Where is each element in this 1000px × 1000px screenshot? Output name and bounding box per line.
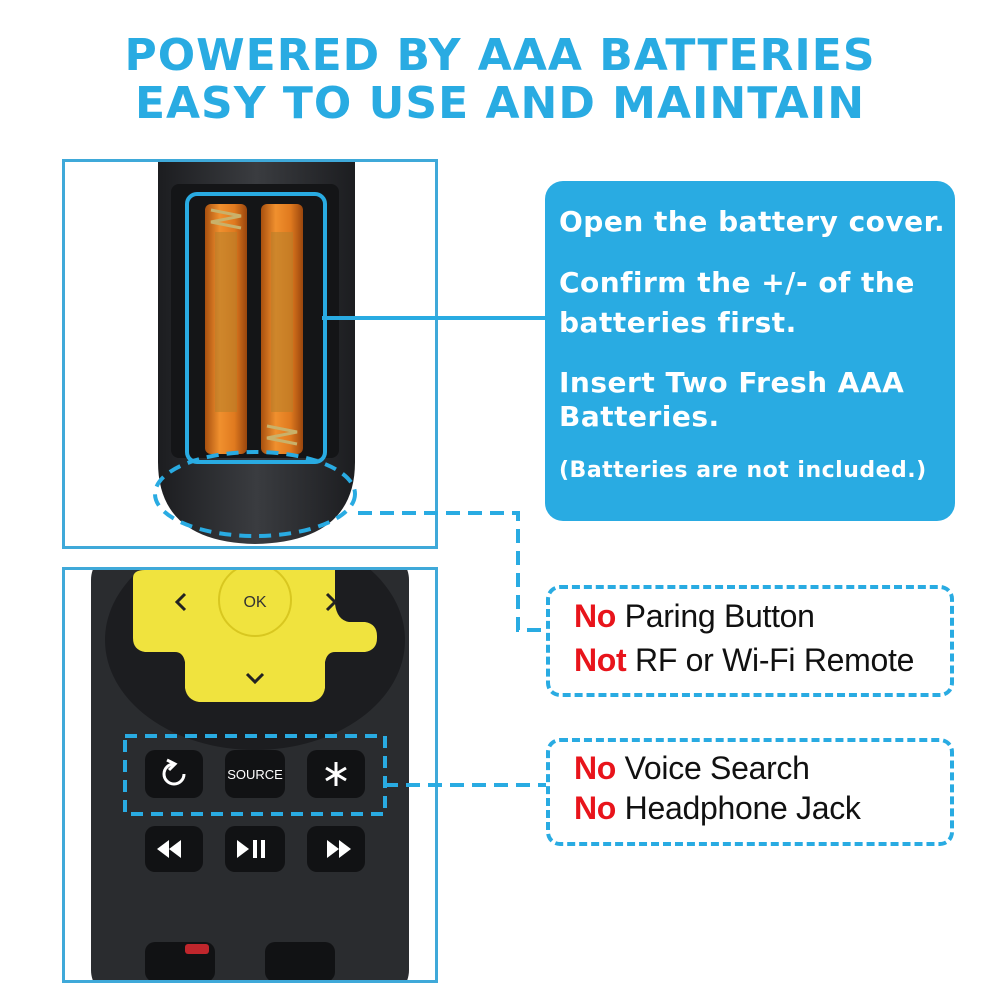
fast-forward-icon (327, 840, 351, 858)
asterisk-icon (325, 762, 347, 786)
callout-text: Voice Search (624, 750, 810, 786)
no-headphone-jack-text: No Headphone Jack (574, 790, 861, 827)
negation-word: Not (574, 642, 627, 678)
instruction-insert-batteries-1: Insert Two Fresh AAA (559, 366, 905, 399)
buttons-highlight-frame (123, 734, 387, 816)
battery-compartment-photo (62, 159, 438, 549)
negation-word: No (574, 598, 617, 634)
features-callout-box (546, 738, 954, 846)
no-pairing-button-text: No Paring Button (574, 598, 815, 635)
back-icon (162, 762, 186, 786)
source-button[interactable] (225, 750, 285, 798)
instruction-confirm-polarity-2: batteries first. (559, 306, 797, 339)
headline-line-1: POWERED BY AAA BATTERIES (124, 30, 876, 81)
callout-text: RF or Wi-Fi Remote (635, 642, 915, 678)
bottom-highlight-ellipse (153, 450, 357, 538)
remote-front-photo: OK SOURCE (62, 567, 438, 983)
battery-compartment-illustration (153, 162, 357, 544)
back-button[interactable] (145, 750, 203, 798)
headline-line-2: EASY TO USE AND MAINTAIN (134, 78, 866, 129)
batteries-not-included-note: (Batteries are not included.) (559, 458, 927, 483)
callout-text: Paring Button (624, 598, 815, 634)
rewind-icon (157, 840, 181, 858)
negation-word: No (574, 790, 617, 826)
pairing-callout-box (546, 585, 954, 697)
remote-front-illustration: OK SOURCE (91, 570, 409, 980)
ok-label: OK (243, 594, 266, 611)
chevron-right-icon (325, 592, 338, 612)
spring-bottom (266, 424, 298, 446)
callout-text: Headphone Jack (624, 790, 861, 826)
instructions-box (545, 181, 955, 521)
negation-word: No (574, 750, 617, 786)
instruction-open-cover: Open the battery cover. (559, 205, 946, 238)
source-label: SOURCE (227, 767, 283, 782)
chevron-down-icon (245, 672, 265, 685)
battery-highlight-frame (185, 192, 327, 464)
ok-button[interactable] (218, 570, 292, 637)
instruction-confirm-polarity-1: Confirm the +/- of the (559, 266, 915, 299)
no-voice-search-text: No Voice Search (574, 750, 810, 787)
spring-top (210, 208, 242, 230)
not-rf-wifi-text: Not RF or Wi-Fi Remote (574, 642, 914, 679)
play-pause-icon (237, 840, 249, 858)
instruction-insert-batteries-2: Batteries. (559, 400, 720, 433)
pairing-connector (358, 511, 546, 632)
chevron-left-icon (174, 592, 187, 612)
